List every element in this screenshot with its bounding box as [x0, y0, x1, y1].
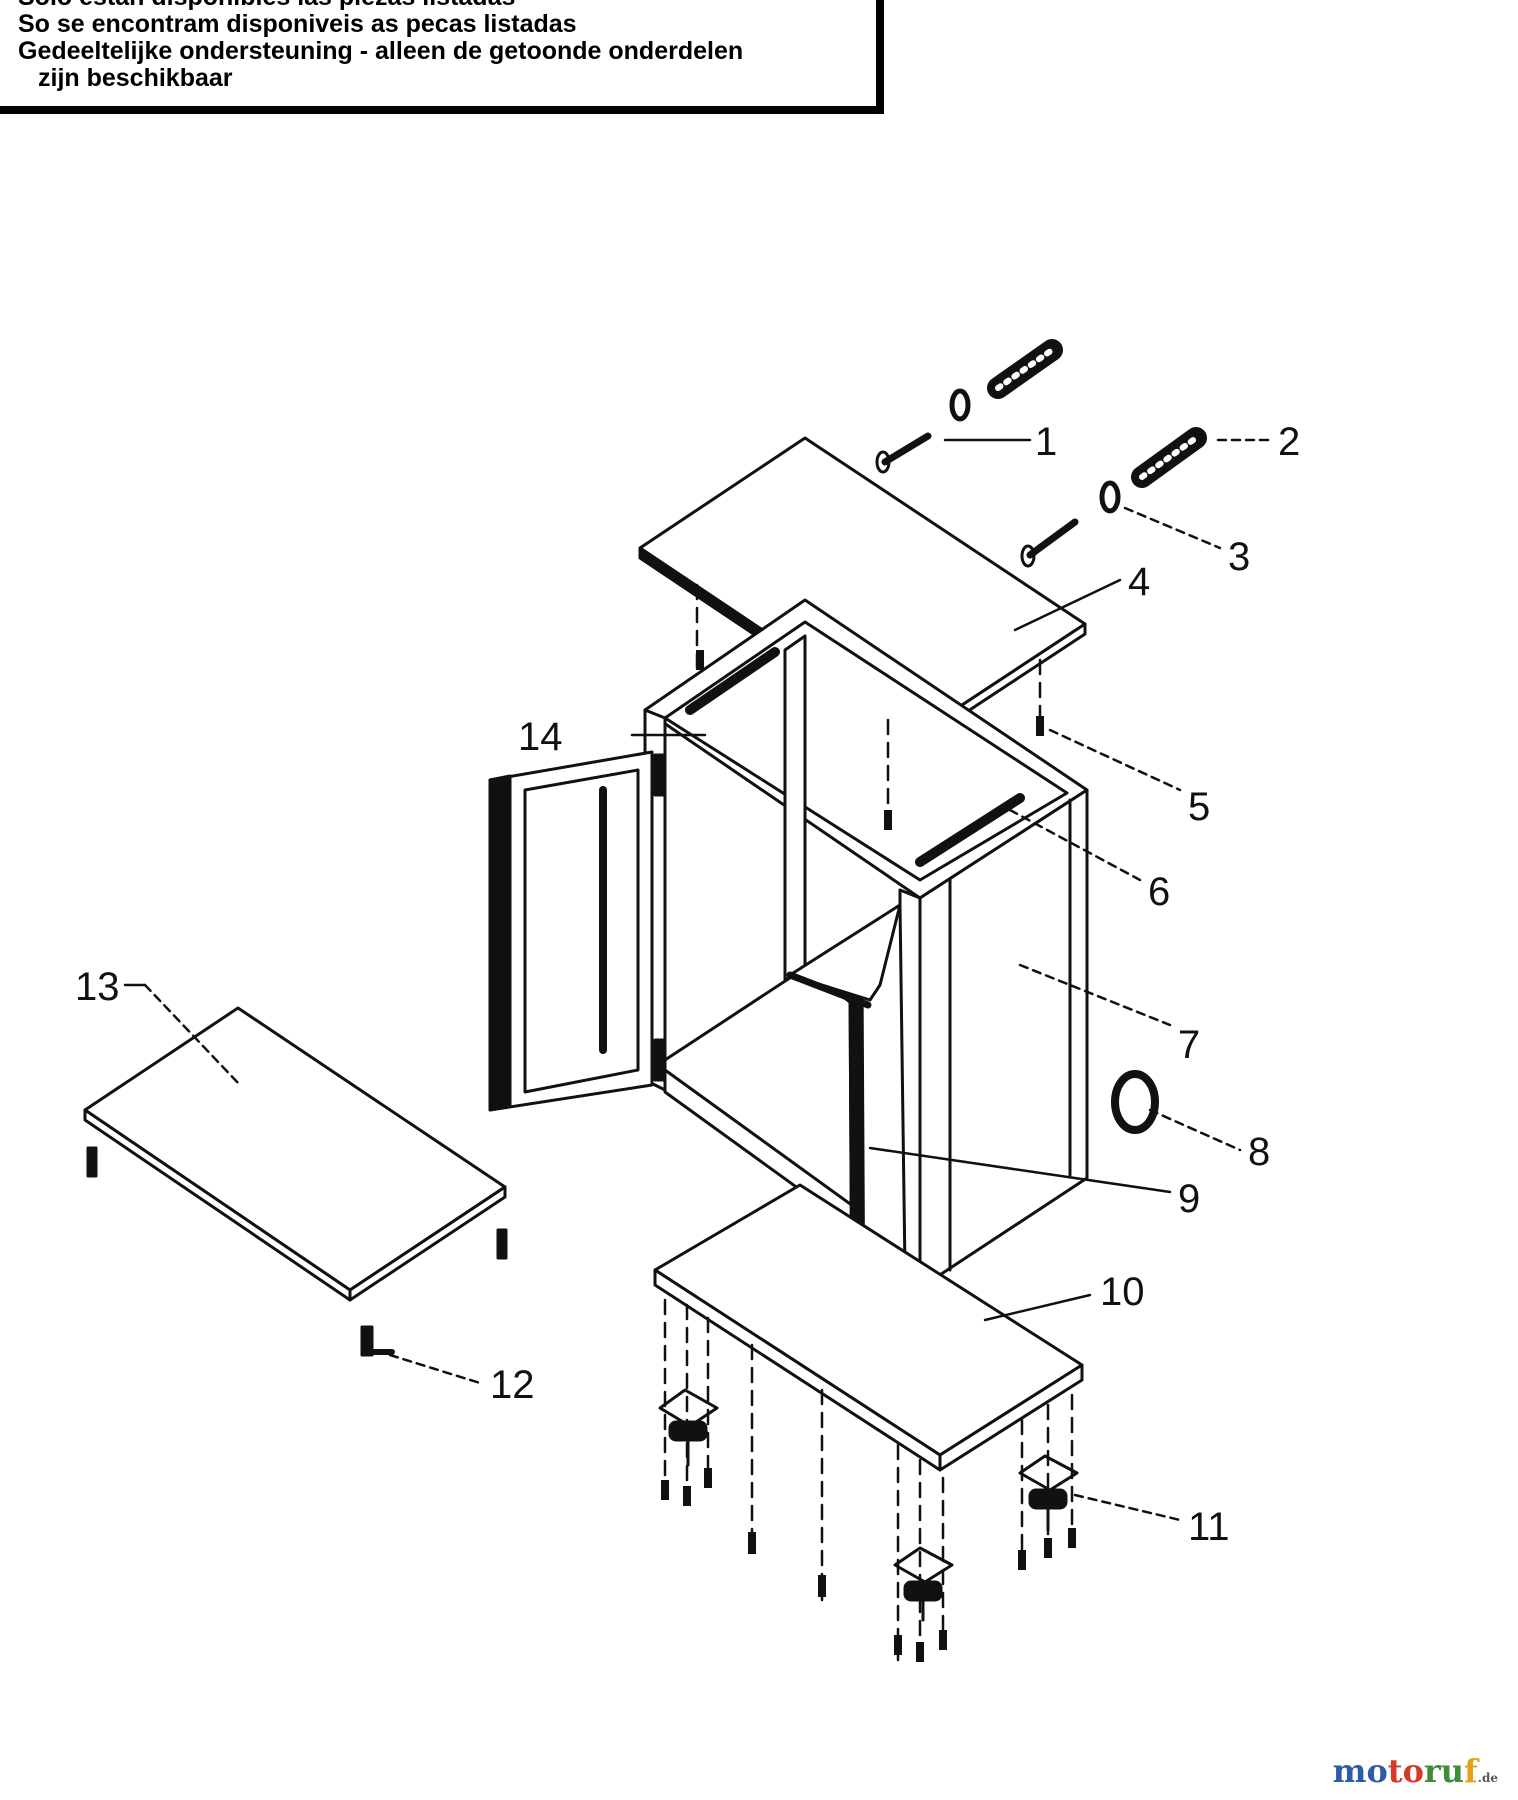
- callout-13: 13: [75, 965, 120, 1009]
- base-screws: [661, 650, 1076, 1662]
- logo-suffix: .de: [1477, 1771, 1498, 1785]
- bolt-1: [875, 432, 932, 474]
- callout-10: 10: [1100, 1270, 1145, 1314]
- callout-9: 9: [1178, 1177, 1200, 1221]
- shelf-panel: [83, 1006, 508, 1302]
- callout-11: 11: [1188, 1505, 1230, 1549]
- notice-line-1: Solo estan disponibles las piezas listad…: [18, 0, 515, 11]
- callout-4: 4: [1128, 560, 1150, 604]
- callout-1: 1: [1035, 420, 1057, 464]
- callout-8: 8: [1248, 1130, 1270, 1174]
- washer-3: [1099, 480, 1121, 514]
- washer-top: [949, 388, 971, 422]
- motoruf-logo: motoruf.de: [1333, 1752, 1498, 1790]
- assembly-lines: [663, 583, 1074, 1662]
- callout-5: 5: [1188, 785, 1210, 829]
- notice-box: Solo estan disponibles las piezas listad…: [0, 0, 884, 114]
- notice-line-2: So se encontram disponiveis as pecas lis…: [18, 10, 577, 38]
- callout-14: 14: [518, 715, 563, 759]
- callout-7: 7: [1178, 1023, 1200, 1067]
- callout-12: 12: [490, 1363, 535, 1407]
- logo-part-3: ru: [1423, 1752, 1465, 1790]
- left-door: [488, 750, 654, 1112]
- logo-part-4: f: [1464, 1752, 1478, 1790]
- callout-2: 2: [1278, 420, 1300, 464]
- callout-3: 3: [1228, 535, 1250, 579]
- shelf-pin: [360, 1325, 395, 1357]
- handle-knob: [1111, 1070, 1159, 1134]
- spring-top: [987, 339, 1063, 399]
- cabinet-body: [643, 598, 1089, 1290]
- logo-part-2: to: [1387, 1752, 1424, 1790]
- base-plate: [653, 1183, 1084, 1472]
- leader-lines: [123, 438, 1272, 1522]
- foot-front-right: [893, 1546, 954, 1622]
- bolt-2: [1020, 518, 1079, 568]
- spring-2: [1131, 427, 1207, 488]
- logo-part-1: mo: [1332, 1752, 1388, 1790]
- notice-line-4: zijn beschikbaar: [38, 64, 233, 92]
- notice-line-3: Gedeeltelijke ondersteuning - alleen de …: [18, 37, 744, 65]
- callout-6: 6: [1148, 870, 1170, 914]
